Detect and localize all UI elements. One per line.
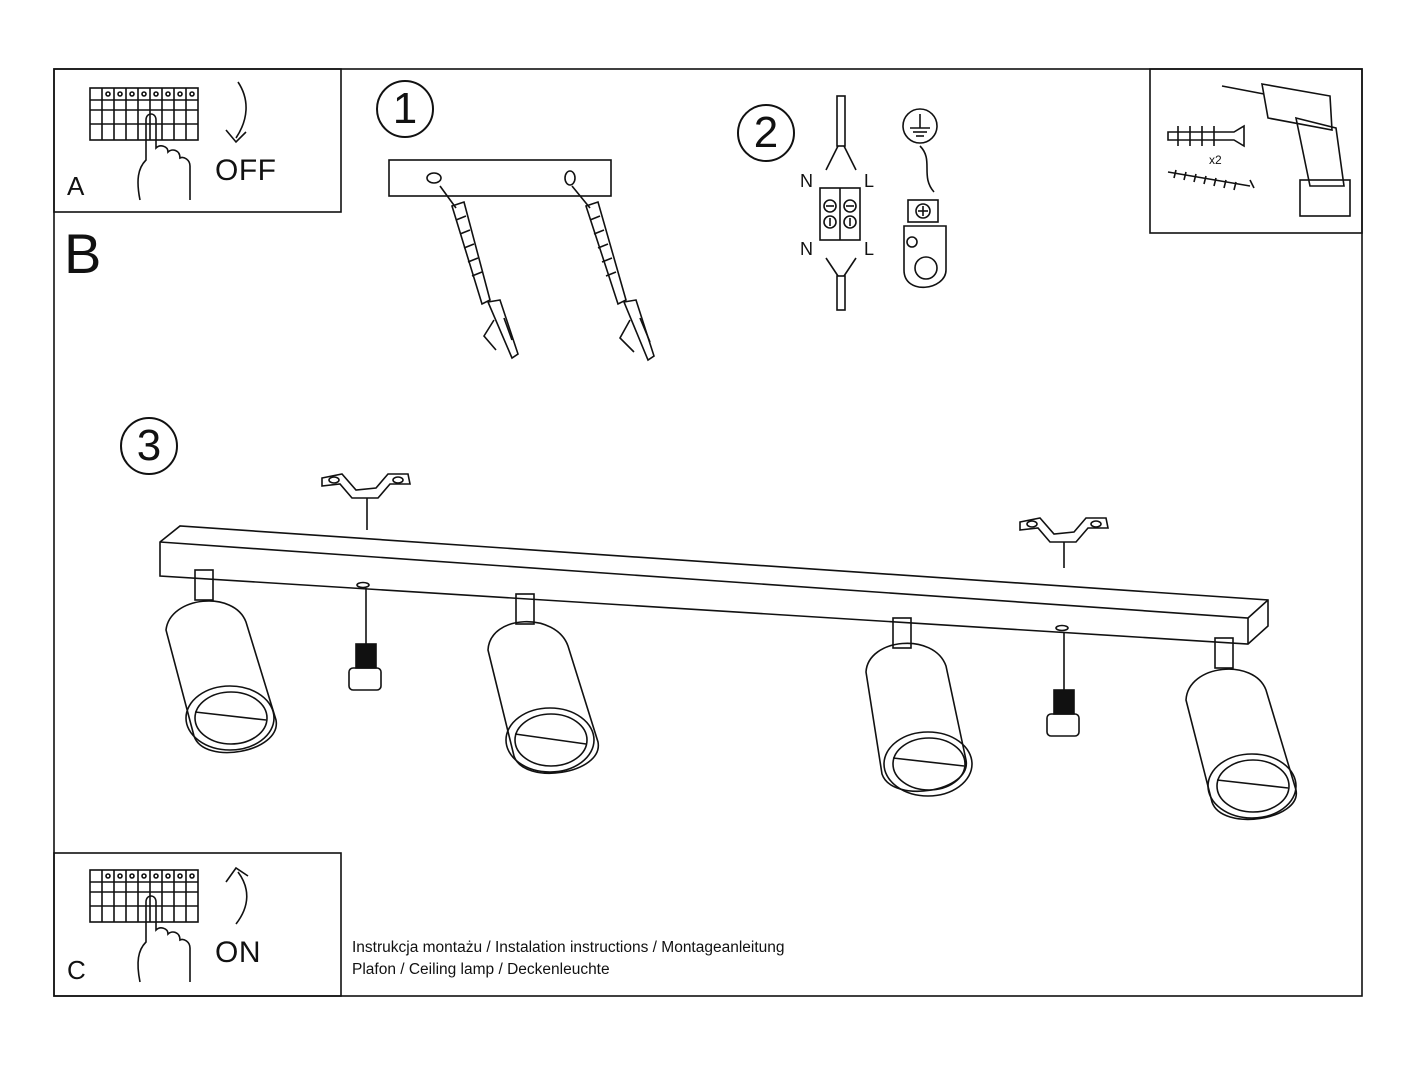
- mounting-hole: [564, 170, 576, 186]
- step-3-marker: 3: [120, 417, 178, 475]
- neutral-top-label: N: [800, 171, 813, 191]
- spotlight-icon: [165, 569, 277, 754]
- screw-icon: [1167, 169, 1255, 191]
- ground-terminal-icon: [902, 108, 947, 289]
- spotlight-icon: [1185, 637, 1297, 821]
- spotlight-icon: [487, 593, 599, 775]
- fixing-screw-icon: [348, 581, 382, 691]
- arrow-up-icon: [235, 871, 248, 925]
- arrow-up-head-icon: [225, 866, 249, 883]
- panel-c-letter: C: [67, 955, 86, 985]
- off-label: OFF: [215, 154, 277, 187]
- panel-a-letter: A: [67, 171, 85, 201]
- tools-panel-frame: [1149, 68, 1363, 234]
- wall-plug-icon: [1167, 124, 1245, 148]
- ceiling-bracket-icon: [1019, 517, 1109, 568]
- neutral-bottom-label: N: [800, 239, 813, 259]
- terminal-block-icon: [819, 95, 861, 311]
- panel-b-letter: B: [64, 222, 102, 285]
- screw-anchor-icon: [571, 185, 655, 362]
- sheet-frame: [53, 68, 1363, 997]
- live-top-label: L: [864, 171, 875, 191]
- ceiling-bracket-icon: [321, 473, 411, 530]
- fixing-screw-icon: [1046, 624, 1080, 737]
- mounting-plate: [388, 159, 612, 197]
- screw-anchor-icon: [439, 185, 519, 360]
- arrow-down-head-icon: [225, 129, 247, 144]
- product-caption: Plafon / Ceiling lamp / Deckenleuchte: [352, 961, 610, 978]
- on-label: ON: [215, 936, 261, 969]
- arrow-down-icon: [235, 81, 247, 139]
- breaker-box-on-icon: [89, 869, 199, 923]
- hand-icon: [137, 895, 191, 983]
- panel-a-frame: [53, 68, 342, 213]
- mounting-rail: [159, 525, 1269, 645]
- instructions-caption: Instrukcja montażu / Instalation instruc…: [352, 939, 785, 956]
- mounting-hole: [426, 172, 442, 184]
- step-2-marker: 2: [737, 104, 795, 162]
- hand-icon: [137, 113, 191, 201]
- step-1-marker: 1: [376, 80, 434, 138]
- panel-c-frame: [53, 852, 342, 997]
- spotlight-icon: [865, 617, 973, 797]
- quantity-label: x2: [1209, 153, 1222, 167]
- live-bottom-label: L: [864, 239, 875, 259]
- breaker-box-off-icon: [89, 87, 199, 141]
- drill-icon: [1221, 83, 1351, 217]
